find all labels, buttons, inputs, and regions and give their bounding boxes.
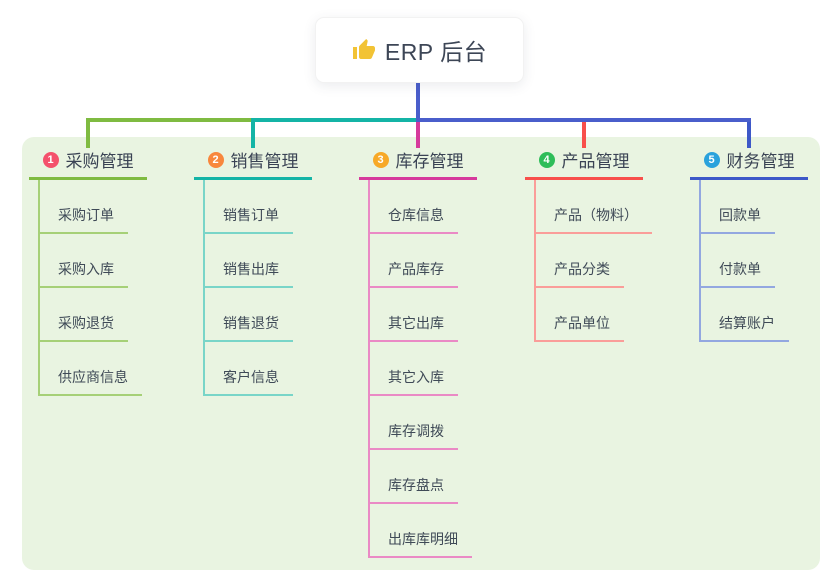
- branch-5-title: 财务管理: [726, 152, 795, 171]
- branch-2-title: 销售管理: [230, 152, 299, 171]
- branch-1-item-node[interactable]: 采购入库: [40, 234, 128, 288]
- branch-1-item-label: 采购退货: [58, 315, 114, 331]
- branch-1-item-node[interactable]: 采购退货: [40, 288, 128, 342]
- branch-4-drop-line: [582, 118, 586, 148]
- branch-3-item-label: 其它出库: [388, 315, 444, 331]
- branch-2-item-node[interactable]: 销售退货: [205, 288, 293, 342]
- branch-1-drop-line: [86, 118, 90, 148]
- branch-5-item-node[interactable]: 结算账户: [701, 288, 789, 342]
- branch-1-item-node[interactable]: 采购订单: [40, 180, 128, 234]
- branch-3-node[interactable]: 3 库存管理: [359, 148, 477, 180]
- branch-2-item-node[interactable]: 销售出库: [205, 234, 293, 288]
- branch-2-number-badge: 2: [207, 151, 224, 168]
- branch-5-drop-line: [747, 118, 751, 148]
- branch-4: 4 产品管理产品（物料） 产品分类产品单位: [525, 148, 655, 342]
- branch-2-drop-line: [251, 118, 255, 148]
- branch-3-item-label: 产品库存: [388, 261, 444, 277]
- branch-3-item-node[interactable]: 库存盘点: [370, 450, 458, 504]
- branch-1-node[interactable]: 1 采购管理: [29, 148, 147, 180]
- branch-5: 5 财务管理回款单付款单结算账户: [690, 148, 820, 342]
- branch-2: 2 销售管理销售订单销售出库销售退货客户信息: [194, 148, 324, 396]
- bus-segment-green: [86, 118, 255, 122]
- branch-1-title: 采购管理: [65, 152, 134, 171]
- root-stem-line: [416, 83, 420, 122]
- branch-3: 3 库存管理仓库信息产品库存其它出库其它入库库存调拨库存盘点出库库明细: [359, 148, 489, 558]
- branch-5-number-badge: 5: [703, 151, 720, 168]
- branch-4-item-node[interactable]: 产品单位: [536, 288, 624, 342]
- branch-5-items: 回款单付款单结算账户: [699, 180, 789, 342]
- thumbs-up-icon: [352, 38, 376, 62]
- branch-5-item-node[interactable]: 付款单: [701, 234, 775, 288]
- root-node-title: ERP 后台: [384, 39, 488, 65]
- branch-1-items: 采购订单采购入库采购退货供应商信息: [38, 180, 142, 396]
- branch-2-item-label: 销售订单: [223, 207, 279, 223]
- branch-4-item-label: 产品（物料）: [554, 207, 638, 223]
- branch-4-node[interactable]: 4 产品管理: [525, 148, 643, 180]
- root-node[interactable]: ERP 后台: [315, 17, 524, 83]
- branch-1: 1 采购管理采购订单采购入库采购退货供应商信息: [29, 148, 159, 396]
- branch-3-item-label: 其它入库: [388, 369, 444, 385]
- branch-4-title: 产品管理: [561, 152, 630, 171]
- bus-segment-teal: [251, 118, 420, 122]
- branch-4-number-badge: 4: [538, 151, 555, 168]
- branch-4-item-label: 产品分类: [554, 261, 610, 277]
- branch-1-item-label: 供应商信息: [58, 369, 128, 385]
- branch-3-item-label: 库存盘点: [388, 477, 444, 493]
- branch-3-item-label: 出库库明细: [388, 531, 458, 547]
- branch-3-item-node[interactable]: 库存调拨: [370, 396, 458, 450]
- branch-2-item-label: 销售出库: [223, 261, 279, 277]
- branch-3-item-node[interactable]: 产品库存: [370, 234, 458, 288]
- branch-3-drop-line: [416, 118, 420, 148]
- branch-4-item-label: 产品单位: [554, 315, 610, 331]
- branch-1-item-node[interactable]: 供应商信息: [40, 342, 142, 396]
- branch-2-item-node[interactable]: 销售订单: [205, 180, 293, 234]
- branch-2-items: 销售订单销售出库销售退货客户信息: [203, 180, 293, 396]
- bus-segment-blue: [418, 118, 751, 122]
- branches-panel: [22, 137, 820, 570]
- branch-4-items: 产品（物料） 产品分类产品单位: [534, 180, 652, 342]
- branch-5-item-label: 回款单: [719, 207, 761, 223]
- branch-3-item-label: 库存调拨: [388, 423, 444, 439]
- branch-2-node[interactable]: 2 销售管理: [194, 148, 312, 180]
- branch-3-items: 仓库信息产品库存其它出库其它入库库存调拨库存盘点出库库明细: [368, 180, 472, 558]
- branch-3-item-node[interactable]: 其它入库: [370, 342, 458, 396]
- branch-2-item-node[interactable]: 客户信息: [205, 342, 293, 396]
- branch-3-item-node[interactable]: 仓库信息: [370, 180, 458, 234]
- branch-5-item-node[interactable]: 回款单: [701, 180, 775, 234]
- branch-4-item-node[interactable]: 产品分类: [536, 234, 624, 288]
- branch-2-item-label: 销售退货: [223, 315, 279, 331]
- branch-3-item-label: 仓库信息: [388, 207, 444, 223]
- branch-1-number-badge: 1: [42, 151, 59, 168]
- branch-2-item-label: 客户信息: [223, 369, 279, 385]
- branch-5-item-label: 付款单: [719, 261, 761, 277]
- branch-3-title: 库存管理: [395, 152, 464, 171]
- branch-1-item-label: 采购订单: [58, 207, 114, 223]
- branch-5-item-label: 结算账户: [719, 315, 775, 331]
- branch-3-item-node[interactable]: 其它出库: [370, 288, 458, 342]
- branch-3-number-badge: 3: [372, 151, 389, 168]
- branch-1-item-label: 采购入库: [58, 261, 114, 277]
- branch-5-node[interactable]: 5 财务管理: [690, 148, 808, 180]
- branch-4-item-node[interactable]: 产品（物料）: [536, 180, 652, 234]
- branch-3-item-node[interactable]: 出库库明细: [370, 504, 472, 558]
